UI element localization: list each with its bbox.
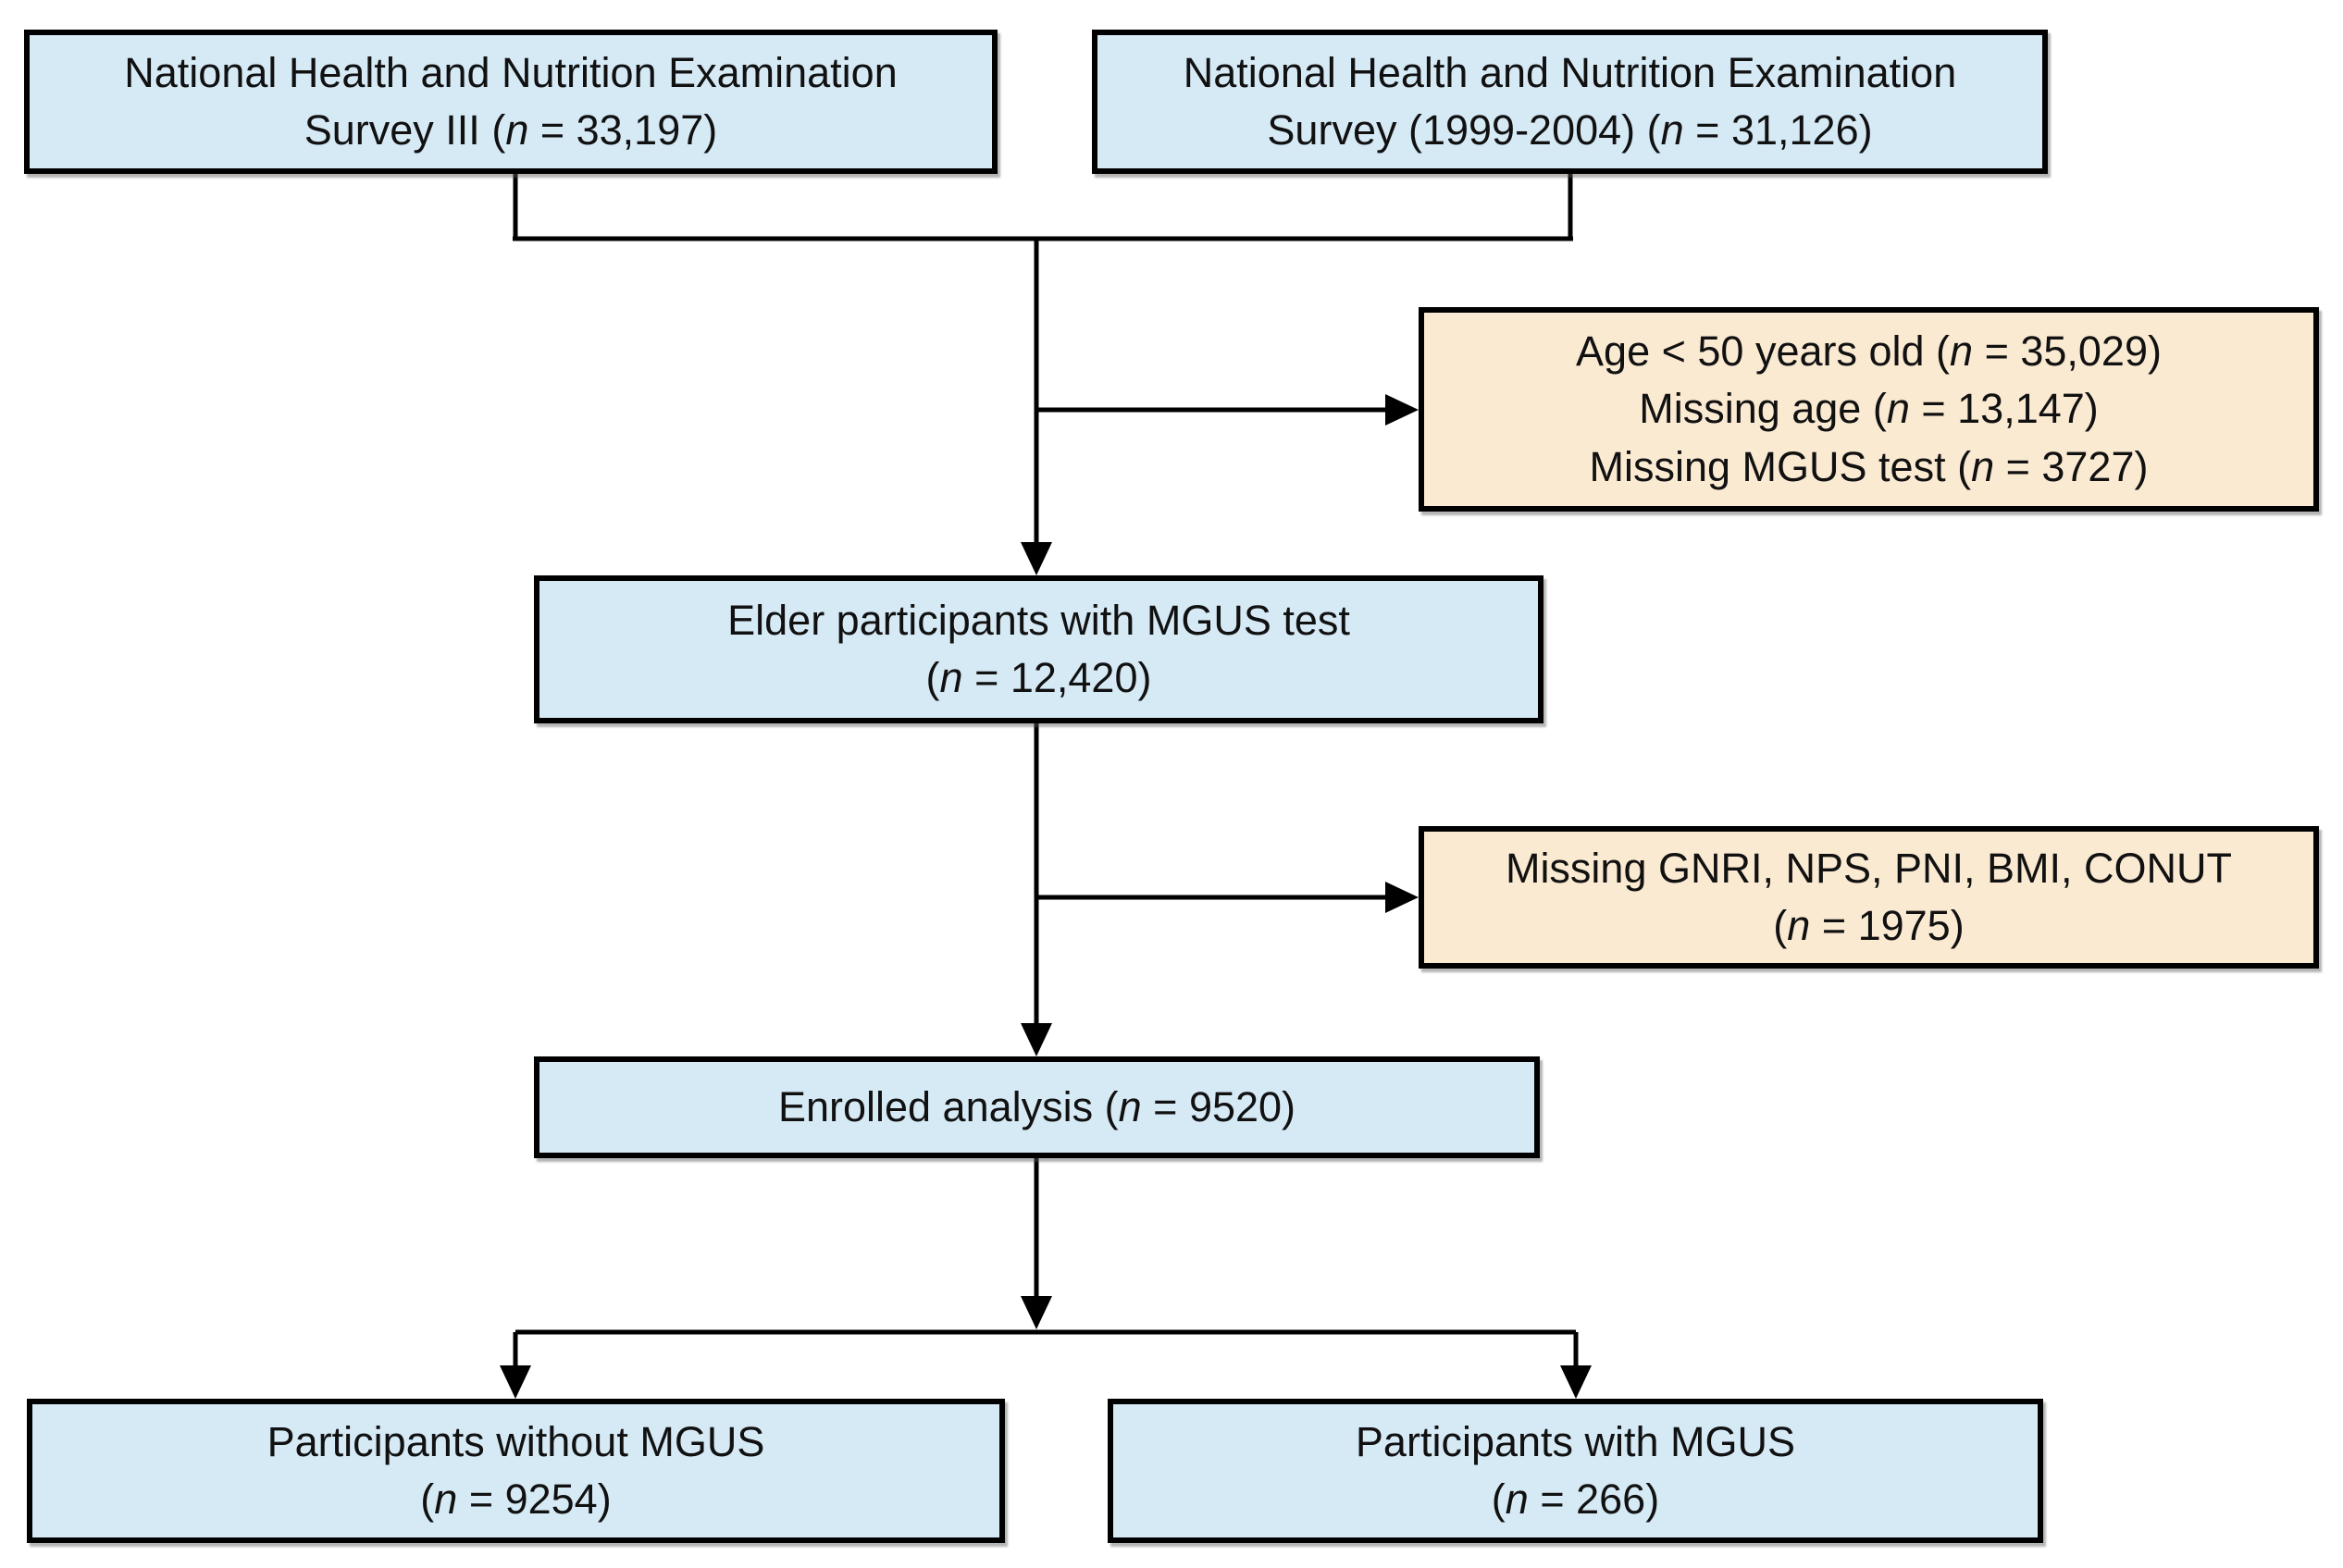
box-text-line: (n = 266) [1491,1475,1660,1523]
box-text-line: Missing age (n = 13,147) [1639,385,2099,433]
node-nhanes-iii: National Health and Nutrition Examinatio… [24,30,998,174]
arrowhead-down-with [1560,1365,1592,1399]
box-text-line: National Health and Nutrition Examinatio… [1183,48,1957,96]
node-enrolled-analysis: Enrolled analysis (n = 9520) [534,1056,1540,1158]
box-text-line: Missing GNRI, NPS, PNI, BMI, CONUT [1505,844,2233,892]
connector-segments [513,174,1579,1371]
arrowhead-right-exclusion2 [1385,882,1419,913]
arrowhead-down-without [500,1365,531,1399]
box-text-line: Elder participants with MGUS test [727,596,1350,644]
box-text-line: (n = 9254) [420,1475,612,1523]
arrowhead-down-elder [1021,542,1052,575]
node-participants-with-mgus: Participants with MGUS (n = 266) [1108,1399,2043,1543]
box-text-line: Participants with MGUS [1355,1417,1796,1465]
arrowhead-down-enrolled [1021,1023,1052,1056]
box-text-line: Missing MGUS test (n = 3727) [1589,442,2149,490]
arrowhead-right-exclusion1 [1385,394,1419,426]
node-nhanes-1999-2004: National Health and Nutrition Examinatio… [1092,30,2048,174]
box-text-line: Survey (1999-2004) (n = 31,126) [1267,106,1873,154]
node-exclusion-missing-indices: Missing GNRI, NPS, PNI, BMI, CONUT (n = 1… [1419,826,2319,969]
arrowheads [500,394,1592,1399]
node-participants-without-mgus: Participants without MGUS (n = 9254) [27,1399,1005,1543]
box-text-line: Age < 50 years old (n = 35,029) [1576,327,2162,376]
box-text-line: Survey III (n = 33,197) [304,106,718,154]
box-text-line: National Health and Nutrition Examinatio… [124,48,898,96]
box-text-line: (n = 12,420) [925,654,1152,701]
box-text-line: Enrolled analysis (n = 9520) [777,1082,1296,1130]
node-elder-participants: Elder participants with MGUS test (n = 12… [534,575,1543,723]
box-text-line: Participants without MGUS [267,1417,765,1465]
node-exclusion-age-mgus: Age < 50 years old (n = 35,029) Missing a… [1419,307,2319,512]
arrowhead-down-split [1021,1296,1052,1329]
box-text-line: (n = 1975) [1773,902,1965,949]
